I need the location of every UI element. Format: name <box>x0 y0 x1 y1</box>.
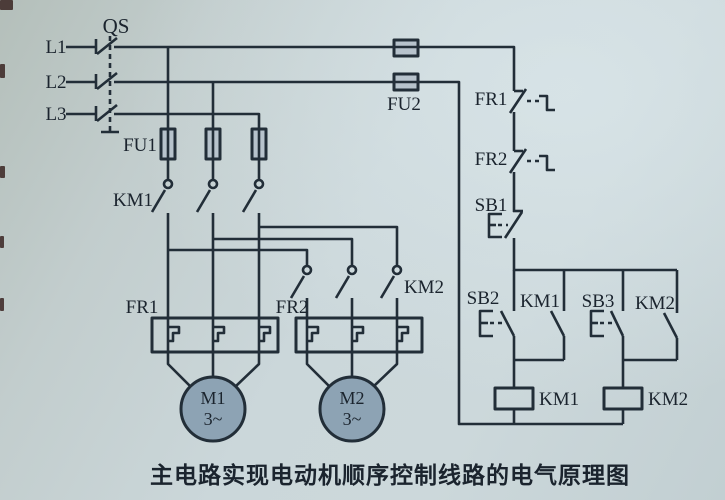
qs-blades <box>96 36 118 123</box>
heater-icon <box>397 325 410 343</box>
km1-coil-label: KM1 <box>539 389 579 410</box>
km1-coil-icon <box>493 386 535 411</box>
motor-m1-icon <box>179 375 247 443</box>
nc-blade <box>508 148 528 174</box>
qs-disconnect-switch <box>94 36 119 134</box>
fr2-nc-contact <box>508 148 555 174</box>
fr1-ctrl-label: FR1 <box>475 89 508 110</box>
km2-main-label: KM2 <box>404 277 444 298</box>
tap-a-to-km2 <box>168 248 309 266</box>
contact-terminal-icon <box>253 178 265 190</box>
photo-edge-mark <box>0 64 5 78</box>
sb1-label: SB1 <box>475 195 508 216</box>
fr-heater-elements <box>168 325 410 343</box>
fr1-overload-box <box>150 316 280 354</box>
km1-contact-blades <box>150 189 258 213</box>
tap-b-to-km2 <box>213 237 354 266</box>
contact-terminal-icon <box>346 264 358 276</box>
km1-aux-contact-blade <box>549 310 566 337</box>
fu1-label: FU1 <box>123 135 157 156</box>
contact-terminal-icon <box>207 178 219 190</box>
heater-icon <box>213 325 226 343</box>
fr2-main-label: FR2 <box>276 297 309 318</box>
no-blade <box>499 310 516 337</box>
km1-aux-label: KM1 <box>520 291 560 312</box>
m2-label: M2 <box>339 388 364 408</box>
no-blade <box>609 310 625 337</box>
nc-blade <box>503 211 524 239</box>
km2-branch-columns <box>305 298 399 352</box>
contact-terminal-icon <box>301 264 313 276</box>
km2-coil-icon <box>602 386 644 411</box>
sb1-stop-button <box>487 209 524 239</box>
m1-phase-label: 3~ <box>204 409 223 429</box>
qs-label: QS <box>103 14 130 38</box>
photo-corner-mark <box>0 0 13 10</box>
fu2-label: FU2 <box>387 94 421 115</box>
fr2-ctrl-label: FR2 <box>475 149 508 170</box>
fr1-nc-contact <box>508 88 555 114</box>
m1-motor-leads <box>166 352 261 387</box>
wires <box>66 45 679 426</box>
heater-icon <box>259 325 272 343</box>
sb3-label: SB3 <box>582 291 615 312</box>
heater-icon <box>352 325 365 343</box>
l3-label: L3 <box>45 104 66 125</box>
photo-edge-mark <box>0 236 4 248</box>
contact-terminal-icon <box>162 178 174 190</box>
l1-label: L1 <box>45 37 66 58</box>
l2-wire-and-return-rail <box>66 80 623 426</box>
heater-icon <box>307 325 320 343</box>
sb3-start-button <box>589 309 625 338</box>
labels: L1 L2 L3 QS FU1 FU2 KM1 KM2 FR1 FR2 M1 3… <box>45 14 688 488</box>
relay-hook-icon <box>539 154 555 172</box>
photo-edge-mark <box>0 166 5 178</box>
km2-aux-label: KM2 <box>635 293 675 314</box>
m1-label: M1 <box>200 388 225 408</box>
km1-main-label: KM1 <box>113 190 153 211</box>
km2-main-contacts <box>289 264 403 299</box>
contact-terminal-icon <box>391 264 403 276</box>
m2-motor-leads <box>305 352 399 387</box>
photo-edge-mark <box>0 298 4 311</box>
l3-wire <box>66 112 261 180</box>
l2-label: L2 <box>45 72 66 93</box>
nc-blade <box>508 88 528 114</box>
m2-phase-label: 3~ <box>343 409 362 429</box>
sb2-label: SB2 <box>467 288 500 309</box>
km2-aux-contact-blade <box>662 312 679 339</box>
fr1-main-label: FR1 <box>126 297 159 318</box>
sb2-start-button <box>478 309 516 338</box>
control-rail <box>512 112 677 272</box>
tap-c-to-km2 <box>259 225 399 266</box>
km2-contact-blades <box>289 275 396 299</box>
motor-m2-icon <box>318 375 386 443</box>
fr2-overload-box <box>294 316 424 354</box>
l1-wire <box>66 45 516 91</box>
heater-icon <box>168 325 181 343</box>
km2-coil-label: KM2 <box>648 389 688 410</box>
relay-hook-icon <box>539 94 555 112</box>
figure-caption: 主电路实现电动机顺序控制线路的电气原理图 <box>150 462 630 488</box>
km1-main-contacts <box>150 178 265 213</box>
